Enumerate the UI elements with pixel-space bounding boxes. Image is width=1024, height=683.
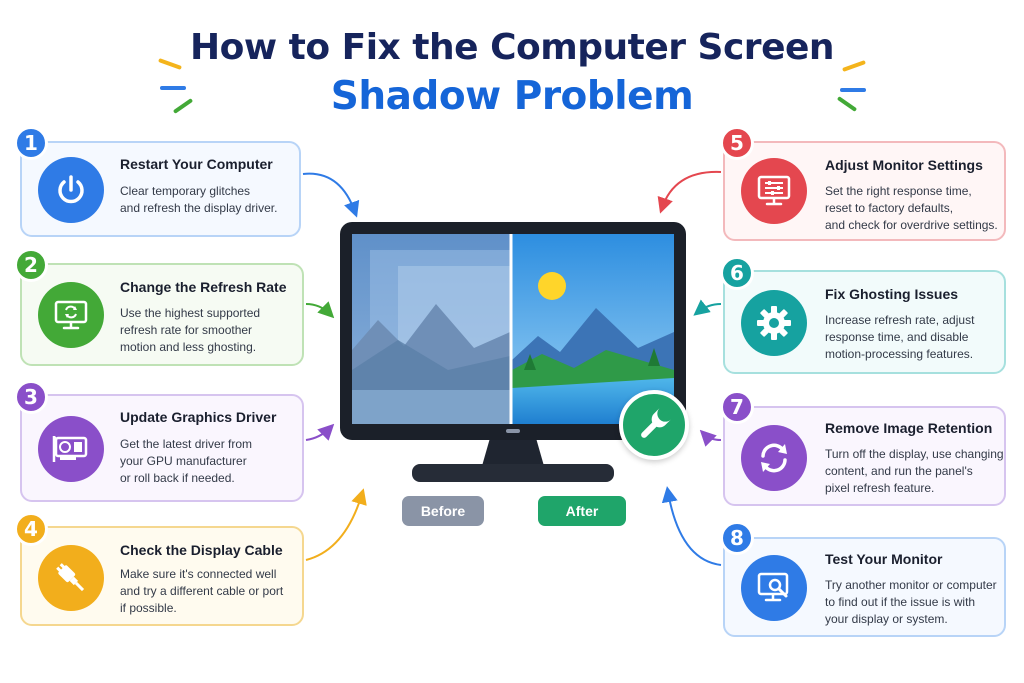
arrow-1 [302,172,360,218]
page-title-line1: How to Fix the Computer Screen [189,27,835,68]
monitor-refresh-icon [54,300,88,330]
before-label: Before [402,496,484,526]
wrench-badge [619,390,689,460]
step-badge-5: 5 [720,126,754,160]
cable-plug-icon [56,563,85,592]
step-title-5: Adjust Monitor Settings [825,157,983,173]
gear-icon [757,306,791,340]
page-title-line2: Shadow Problem [330,74,694,119]
arrow-8 [661,486,722,566]
step-desc-5: Set the right response time,reset to fac… [825,184,998,232]
step-title-6: Fix Ghosting Issues [825,286,959,302]
step-card-4: Check the Display Cable Make sure it's c… [20,526,304,626]
arrow-5 [657,170,722,214]
step-title-8: Test Your Monitor [825,551,943,567]
step-card-2: Change the Refresh Rate Use the highest … [20,263,304,366]
wrench-icon [641,408,671,438]
arrow-6 [693,299,722,316]
icon-circle-7 [741,425,807,491]
step-title-2: Change the Refresh Rate [120,279,287,295]
icon-circle-4 [38,545,104,611]
graphics-card-icon [52,436,88,462]
step-badge-8: 8 [720,521,754,555]
icon-circle-6 [741,290,807,356]
step-badge-7: 7 [720,390,754,424]
step-card-3: Update Graphics Driver Get the latest dr… [20,394,304,502]
step-title-3: Update Graphics Driver [120,409,277,425]
step-card-5: Adjust Monitor Settings Set the right re… [723,141,1006,241]
icon-circle-8 [741,555,807,621]
monitor-settings-icon [757,175,791,206]
icon-circle-2 [38,282,104,348]
icon-circle-1 [38,157,104,223]
step-title-1: Restart Your Computer [120,156,273,172]
step-title-4: Check the Display Cable [120,542,283,558]
arrow-4 [305,488,367,561]
step-card-6: Fix Ghosting Issues Increase refresh rat… [723,270,1006,374]
step-card-8: Test Your Monitor Try another monitor or… [723,537,1006,637]
step-title-7: Remove Image Retention [825,420,993,436]
step-badge-1: 1 [14,126,48,160]
step-badge-6: 6 [720,256,754,290]
step-card-7: Remove Image Retention Turn off the disp… [723,406,1006,506]
cycle-arrows-icon [761,443,787,473]
step-badge-4: 4 [14,512,48,546]
step-badge-2: 2 [14,248,48,282]
arrow-3 [305,423,335,441]
after-label: After [538,496,626,526]
arrow-2 [305,301,335,319]
icon-circle-5 [741,158,807,224]
title-block: How to Fix the Computer Screen Shadow Pr… [0,26,1024,122]
monitor-illustration [340,222,686,482]
step-card-1: Restart Your Computer Clear temporary gl… [20,141,301,237]
icon-circle-3 [38,416,104,482]
arrow-7 [699,429,722,447]
monitor-search-icon [757,572,789,602]
step-badge-3: 3 [14,380,48,414]
power-icon [58,175,84,204]
